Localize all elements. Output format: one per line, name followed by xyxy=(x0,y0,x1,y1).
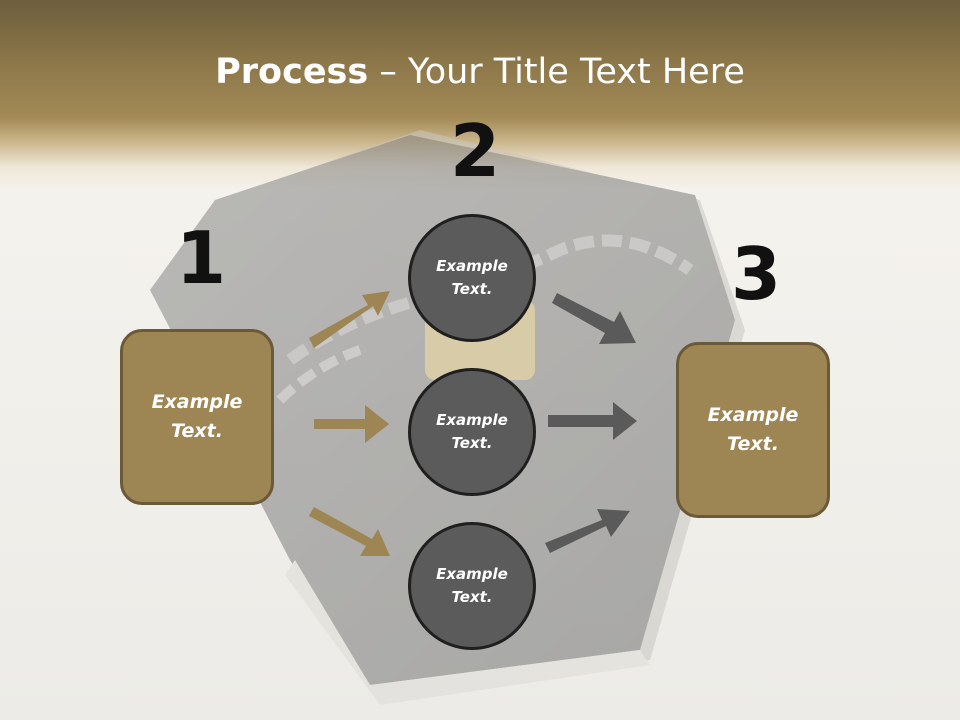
step-number-1: 1 xyxy=(176,216,227,300)
gray-arrow-up-icon xyxy=(545,509,630,553)
right-box-text: Example Text. xyxy=(708,401,799,459)
circle-top-line2: Text. xyxy=(451,280,493,298)
slide-title: Process – Your Title Text Here xyxy=(0,52,960,92)
left-box-line2: Text. xyxy=(171,420,223,442)
title-bold: Process xyxy=(215,52,369,92)
left-box-text: Example Text. xyxy=(152,388,243,446)
left-process-box: Example Text. xyxy=(120,329,274,505)
right-box-line2: Text. xyxy=(727,433,779,455)
circle-middle-text: Example Text. xyxy=(436,409,508,455)
step-number-3: 3 xyxy=(731,232,782,316)
circle-middle-line2: Text. xyxy=(451,434,493,452)
circle-top-line1: Example xyxy=(436,257,508,275)
process-circle-middle: Example Text. xyxy=(408,368,536,496)
circle-bottom-text: Example Text. xyxy=(436,563,508,609)
right-process-box: Example Text. xyxy=(676,342,830,518)
circle-top-text: Example Text. xyxy=(436,255,508,301)
circle-bottom-line2: Text. xyxy=(451,588,493,606)
circle-bottom-line1: Example xyxy=(436,565,508,583)
title-rest: – Your Title Text Here xyxy=(368,52,745,92)
right-box-line1: Example xyxy=(707,404,799,426)
left-box-line1: Example xyxy=(151,391,243,413)
process-circle-top: Example Text. xyxy=(408,214,536,342)
circle-middle-line1: Example xyxy=(436,411,508,429)
gold-arrow-up-icon xyxy=(309,291,390,348)
gray-arrow-down-icon xyxy=(552,293,636,344)
step-number-2: 2 xyxy=(450,109,501,193)
gold-arrow-right-icon xyxy=(314,405,389,443)
gray-arrow-right-icon xyxy=(548,402,637,440)
process-circle-bottom: Example Text. xyxy=(408,522,536,650)
gold-arrow-down-icon xyxy=(309,507,390,556)
